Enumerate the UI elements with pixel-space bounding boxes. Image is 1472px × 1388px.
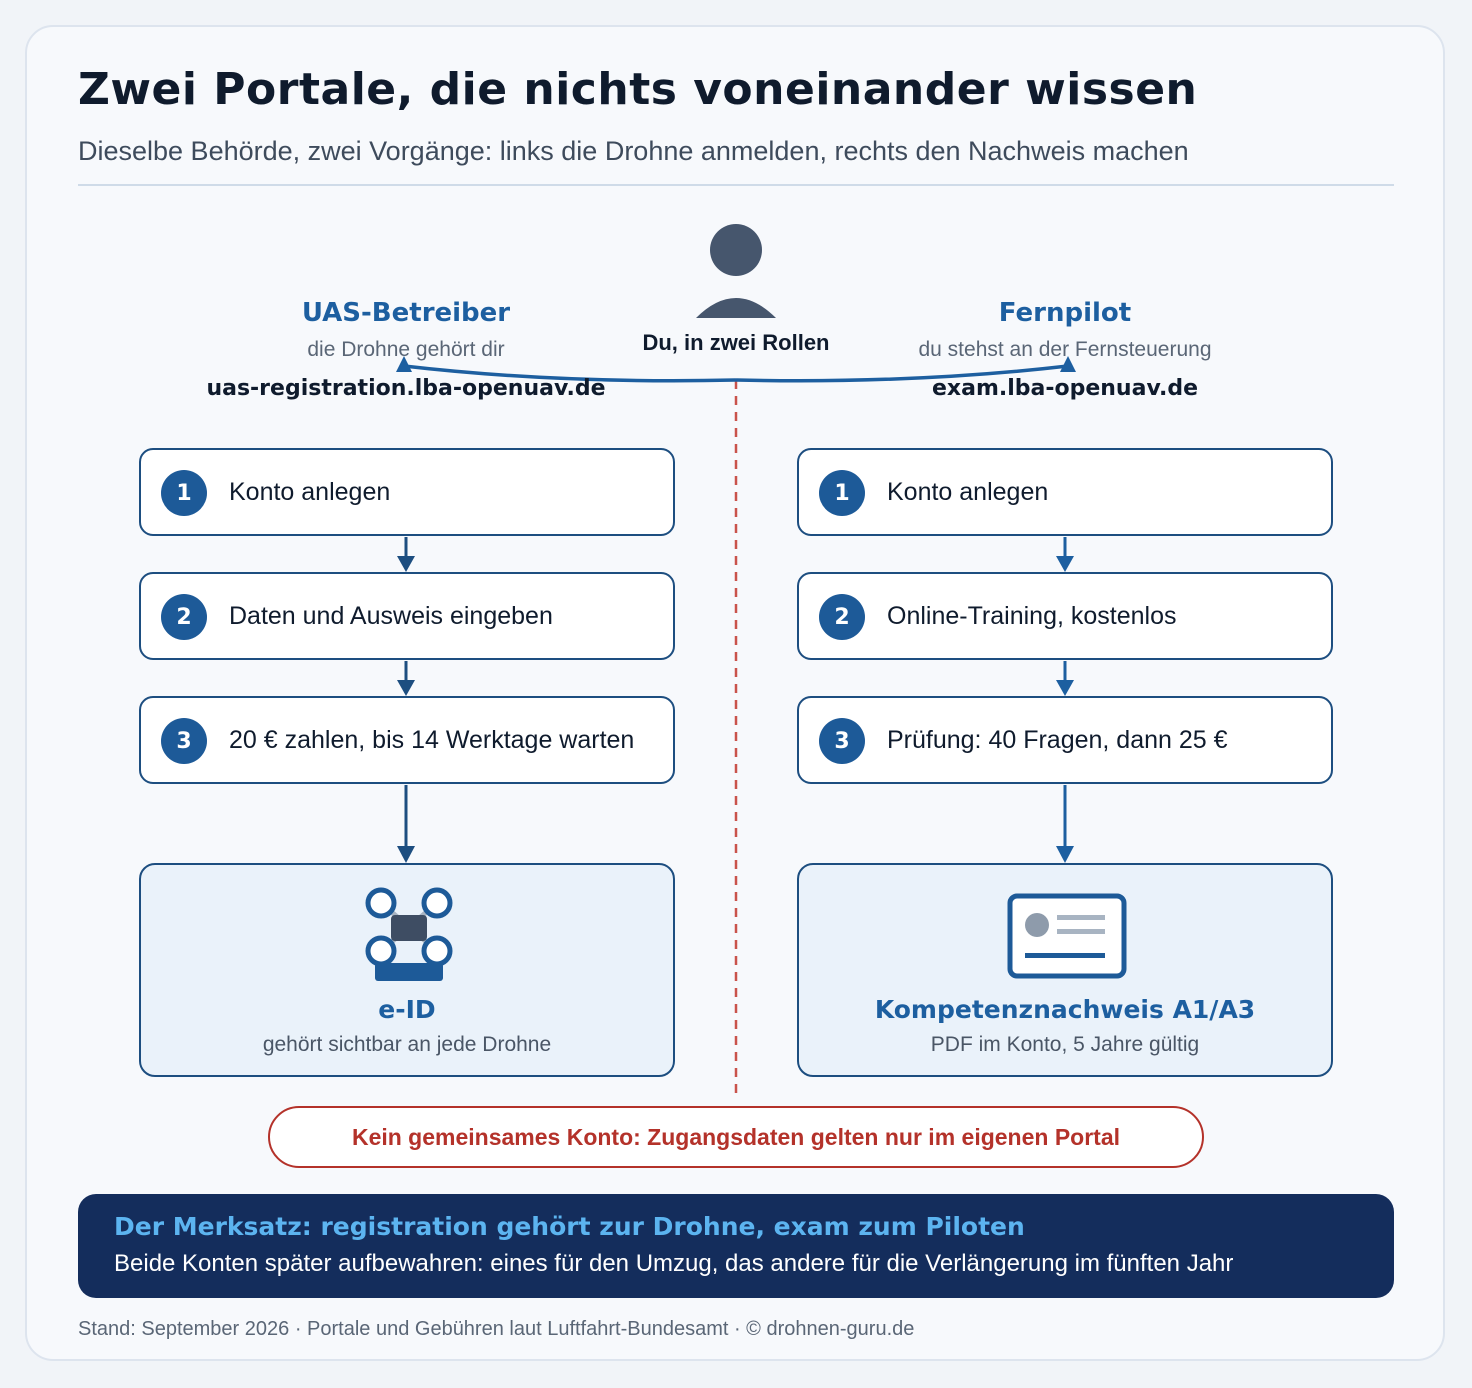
result-eid: e-ID gehört sichtbar an jede Drohne bbox=[139, 863, 675, 1077]
step-number: 1 bbox=[819, 470, 865, 516]
warning-banner: Kein gemeinsames Konto: Zugangsdaten gel… bbox=[268, 1106, 1204, 1168]
step-label: Prüfung: 40 Fragen, dann 25 € bbox=[887, 725, 1228, 754]
merksatz-box: Der Merksatz: registration gehört zur Dr… bbox=[78, 1194, 1394, 1298]
left-step-1: 1 Konto anlegen bbox=[139, 448, 675, 536]
page-title: Zwei Portale, die nichts voneinander wis… bbox=[78, 64, 1198, 115]
step-label: Daten und Ausweis eingeben bbox=[229, 601, 553, 630]
header-divider bbox=[78, 184, 1394, 186]
result-sub: gehört sichtbar an jede Drohne bbox=[262, 1033, 552, 1056]
step-label: Online-Training, kostenlos bbox=[887, 601, 1177, 630]
role-sub-left: die Drohne gehört dir bbox=[307, 338, 505, 361]
merksatz-text: Beide Konten später aufbewahren: eines f… bbox=[114, 1250, 1234, 1277]
portal-url-left[interactable]: uas-registration.lba-openuav.de bbox=[206, 376, 606, 401]
role-title-right: Fernpilot bbox=[998, 298, 1132, 328]
step-number: 2 bbox=[161, 594, 207, 640]
result-title: e-ID bbox=[378, 995, 436, 1024]
portal-url-right[interactable]: exam.lba-openuav.de bbox=[931, 376, 1199, 401]
step-label: Konto anlegen bbox=[887, 477, 1049, 506]
step-number: 3 bbox=[819, 718, 865, 764]
person-label: Du, in zwei Rollen bbox=[642, 330, 830, 355]
result-sub: PDF im Konto, 5 Jahre gültig bbox=[930, 1033, 1200, 1056]
right-step-2: 2 Online-Training, kostenlos bbox=[797, 572, 1333, 660]
role-arrow-left bbox=[403, 364, 737, 383]
role-sub-right: du stehst an der Fernsteuerung bbox=[918, 338, 1212, 361]
left-step-3: 3 20 € zahlen, bis 14 Werktage warten bbox=[139, 696, 675, 784]
certificate-icon bbox=[1007, 893, 1127, 979]
right-flow-arrows bbox=[1056, 537, 1074, 863]
step-number: 1 bbox=[161, 470, 207, 516]
step-label: 20 € zahlen, bis 14 Werktage warten bbox=[229, 725, 635, 754]
page-subtitle: Dieselbe Behörde, zwei Vorgänge: links d… bbox=[78, 136, 1189, 166]
right-step-1: 1 Konto anlegen bbox=[797, 448, 1333, 536]
step-label: Konto anlegen bbox=[229, 477, 391, 506]
merksatz-title: Der Merksatz: registration gehört zur Dr… bbox=[114, 1212, 1025, 1241]
left-flow-arrows bbox=[397, 537, 415, 863]
role-title-left: UAS-Betreiber bbox=[301, 298, 511, 328]
left-step-2: 2 Daten und Ausweis eingeben bbox=[139, 572, 675, 660]
right-step-3: 3 Prüfung: 40 Fragen, dann 25 € bbox=[797, 696, 1333, 784]
step-number: 3 bbox=[161, 718, 207, 764]
role-arrow-right bbox=[735, 364, 1069, 383]
person-icon bbox=[696, 224, 776, 318]
footer-note: Stand: September 2026 · Portale und Gebü… bbox=[78, 1318, 915, 1340]
result-kompetenznachweis: Kompetenznachweis A1/A3 PDF im Konto, 5 … bbox=[797, 863, 1333, 1077]
step-number: 2 bbox=[819, 594, 865, 640]
result-title: Kompetenznachweis A1/A3 bbox=[874, 995, 1256, 1024]
drone-icon bbox=[365, 887, 453, 981]
